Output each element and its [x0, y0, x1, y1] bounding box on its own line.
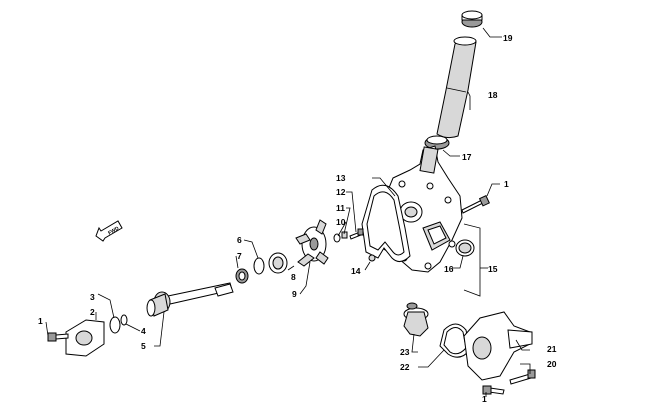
part-5-shaft	[146, 282, 234, 317]
callout-14: 14	[351, 266, 361, 276]
callout-labels: 19 18 17 13 12 11 10 1 14 16 15 6 7 8 9 …	[38, 33, 557, 404]
part-13-gasket	[361, 184, 411, 262]
part-2-cover	[65, 319, 105, 357]
callout-11: 11	[336, 203, 345, 213]
part-18-hose	[436, 36, 477, 139]
callout-19: 19	[503, 33, 513, 43]
callout-8: 8	[291, 272, 296, 282]
part-12-bolt	[349, 228, 364, 240]
callout-1-upper: 1	[504, 179, 509, 189]
fwd-label: FWD	[107, 225, 120, 236]
callout-20: 20	[547, 359, 557, 369]
callout-15: 15	[488, 264, 498, 274]
leader-lines	[45, 27, 531, 397]
callout-7: 7	[237, 251, 242, 261]
part-22-gasket	[439, 323, 471, 358]
part-1-bolt-upper	[461, 195, 490, 214]
part-8-bearing	[268, 252, 288, 274]
callout-6: 6	[237, 235, 242, 245]
fwd-arrow-icon: FWD	[95, 220, 123, 242]
callout-16: 16	[444, 264, 454, 274]
part-17-clamp	[424, 135, 450, 150]
part-1-bolt-left	[47, 332, 69, 342]
callout-18: 18	[488, 90, 498, 100]
callout-10: 10	[336, 217, 346, 227]
callout-13: 13	[336, 173, 346, 183]
part-23-thermostat	[403, 302, 429, 337]
callout-22: 22	[400, 362, 410, 372]
callout-2: 2	[90, 307, 95, 317]
part-21-thermostat-housing	[463, 311, 533, 381]
part-10-washer	[333, 233, 341, 243]
callout-23: 23	[400, 347, 410, 357]
callout-17: 17	[462, 152, 472, 162]
callout-4: 4	[141, 326, 146, 336]
part-20-bolt	[509, 369, 536, 385]
callout-5: 5	[141, 341, 146, 351]
part-9-impeller	[295, 219, 329, 267]
callout-21: 21	[547, 344, 557, 354]
callout-1-left: 1	[38, 316, 43, 326]
part-6-ring	[253, 257, 265, 275]
part-7-seal	[235, 268, 249, 284]
part-3-oring	[109, 316, 121, 334]
callout-3: 3	[90, 292, 95, 302]
callout-12: 12	[336, 187, 346, 197]
callout-1-lower: 1	[482, 394, 487, 404]
part-16-seal	[455, 239, 475, 257]
callout-9: 9	[292, 289, 297, 299]
part-1-bolt-lower	[482, 385, 505, 395]
part-4-washer	[120, 314, 128, 326]
part-19-cap	[461, 10, 483, 28]
part-14-screw	[368, 254, 376, 262]
